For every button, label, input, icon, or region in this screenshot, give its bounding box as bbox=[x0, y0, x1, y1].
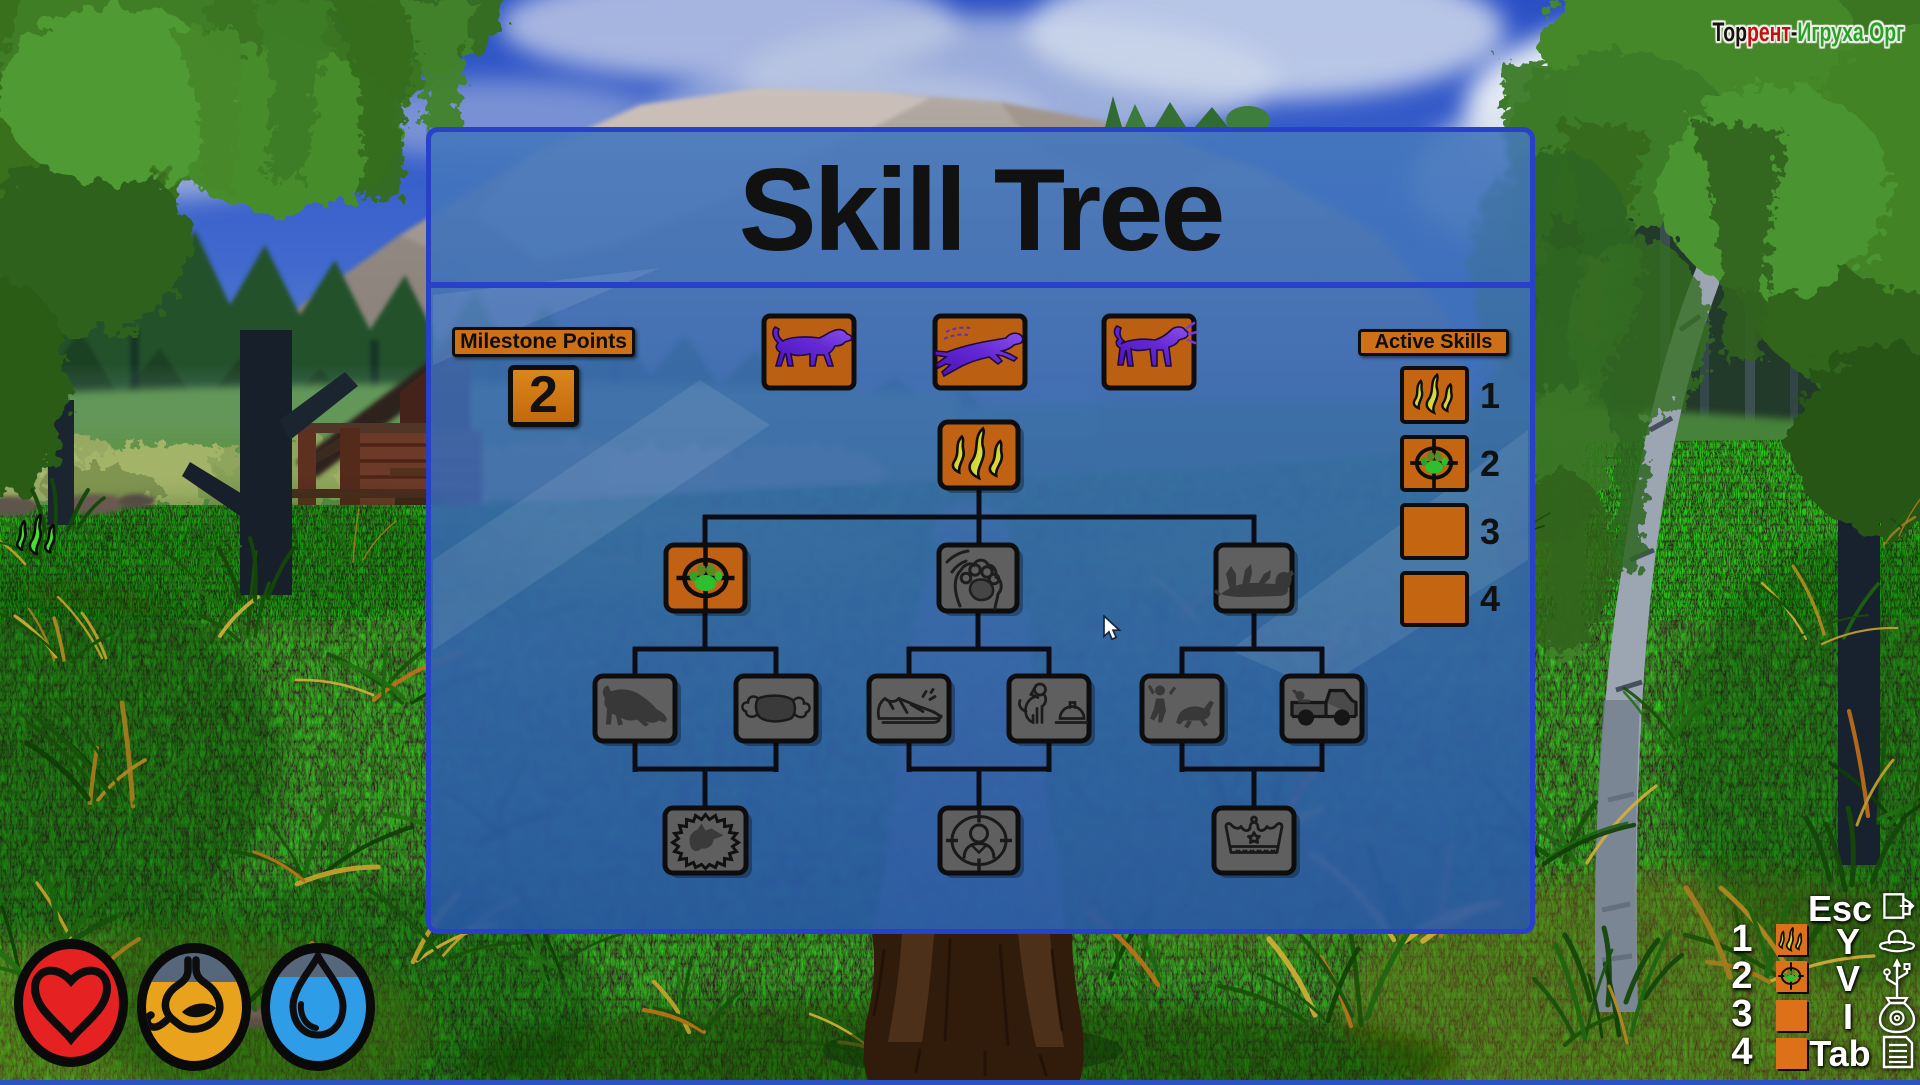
svg-text:3: 3 bbox=[1480, 511, 1500, 552]
svg-text:4: 4 bbox=[1480, 578, 1500, 619]
svg-text:1: 1 bbox=[1480, 375, 1500, 416]
svg-text:2: 2 bbox=[1480, 443, 1500, 484]
